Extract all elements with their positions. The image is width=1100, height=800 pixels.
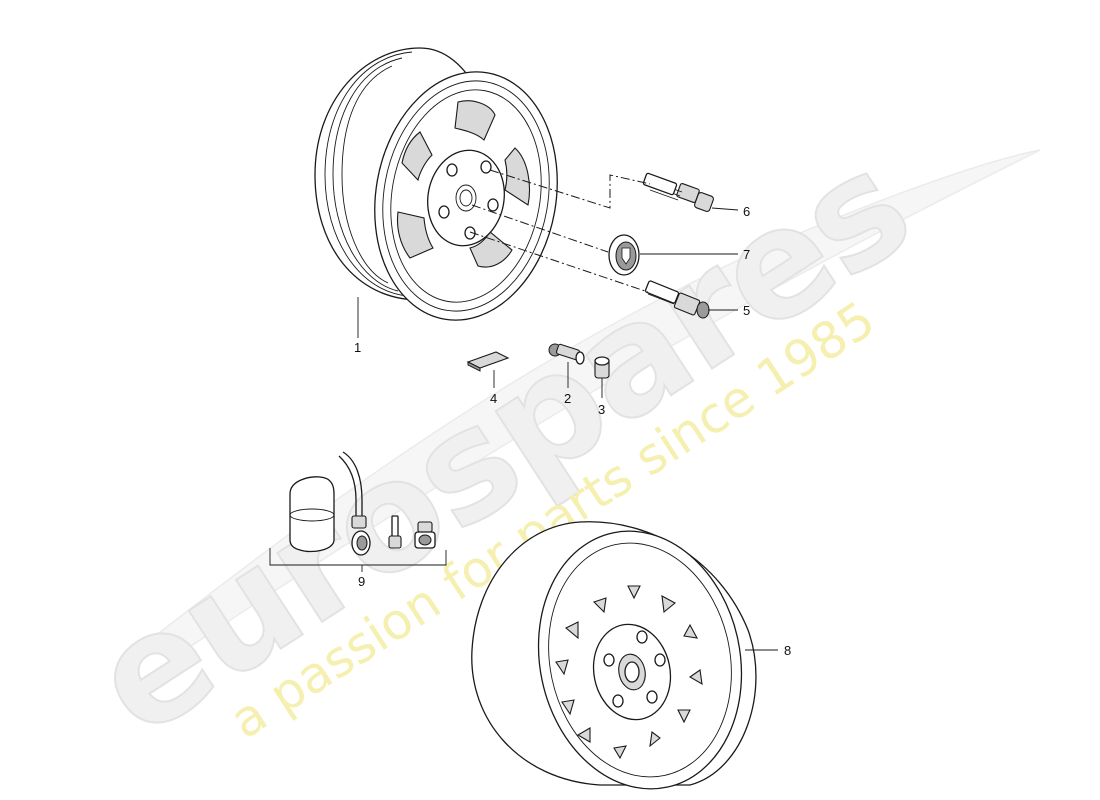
- callouts: 1 2 3 4 5 6 7 8 9: [354, 204, 791, 658]
- tire-valve: [548, 343, 585, 365]
- callout-2: 2: [564, 391, 571, 406]
- callout-7: 7: [743, 247, 750, 262]
- watermark-swoosh: [148, 149, 1041, 661]
- balance-weight: [466, 351, 510, 372]
- callout-1: 1: [354, 340, 361, 355]
- callout-4: 4: [490, 391, 497, 406]
- hub-cap: [608, 234, 640, 276]
- assembly-lines: [469, 169, 651, 293]
- leader-lines: [269, 207, 778, 651]
- wheel-bolt-adapter: [642, 172, 714, 212]
- spare-wheel: [471, 521, 757, 790]
- tire-sealant-kit: [289, 451, 436, 556]
- callout-6: 6: [743, 204, 750, 219]
- callout-5: 5: [743, 303, 750, 318]
- callout-3: 3: [598, 402, 605, 417]
- alloy-wheel: [314, 47, 558, 321]
- valve-cap: [594, 356, 610, 379]
- wheel-bolt: [644, 280, 710, 319]
- callout-8: 8: [784, 643, 791, 658]
- callout-9: 9: [358, 574, 365, 589]
